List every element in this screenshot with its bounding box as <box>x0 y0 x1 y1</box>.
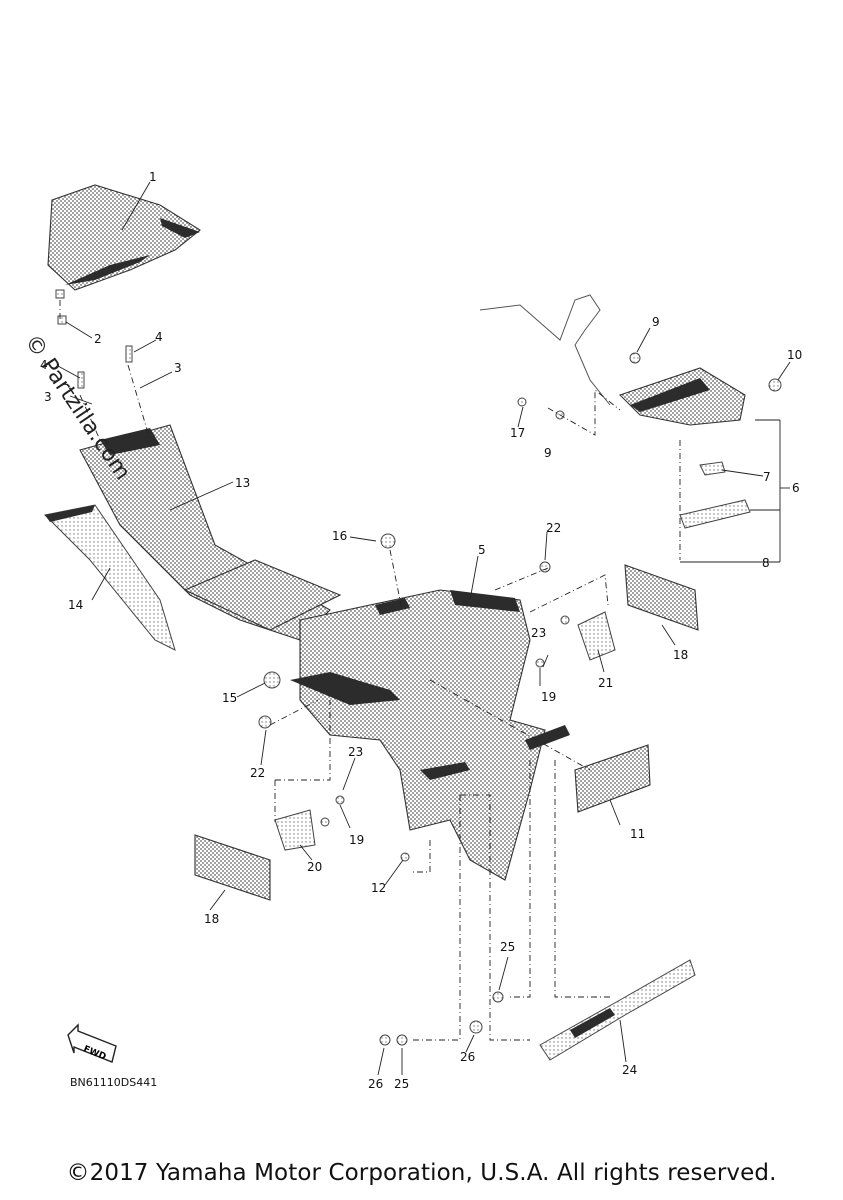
callout-3: 3 <box>174 361 182 375</box>
part-14-bracket <box>43 504 176 651</box>
callout-18: 18 <box>673 648 688 662</box>
fasteners <box>55 289 782 1046</box>
copyright-notice: ©2017 Yamaha Motor Corporation, U.S.A. A… <box>66 1160 777 1186</box>
part-24-grip <box>539 959 696 1061</box>
diagram-code: BN61110DS441 <box>70 1076 158 1089</box>
part-18-reflector-right <box>624 564 699 631</box>
callout-22b: 22 <box>250 766 265 780</box>
callout-3b: 3 <box>44 390 52 404</box>
callouts: 1 2 3 3 4 4 5 6 7 8 9 9 10 11 12 13 14 1… <box>40 170 802 1091</box>
callout-8: 8 <box>762 556 770 570</box>
callout-23: 23 <box>531 626 546 640</box>
callout-25b: 25 <box>394 1077 409 1091</box>
callout-6: 6 <box>792 481 800 495</box>
callout-1: 1 <box>149 170 157 184</box>
part-18-reflector-left <box>194 834 271 901</box>
callout-12: 12 <box>371 881 386 895</box>
callout-4: 4 <box>155 330 163 344</box>
callout-5: 5 <box>478 543 486 557</box>
callout-7: 7 <box>763 470 771 484</box>
callout-26: 26 <box>460 1050 475 1064</box>
callout-23b: 23 <box>348 745 363 759</box>
part-6-tail-light <box>618 367 751 529</box>
wire-harness <box>479 294 611 406</box>
callout-2: 2 <box>94 332 102 346</box>
part-1-cover <box>47 184 201 291</box>
callout-15: 15 <box>222 691 237 705</box>
callout-24: 24 <box>622 1063 637 1077</box>
callout-18b: 18 <box>204 912 219 926</box>
callout-26b: 26 <box>368 1077 383 1091</box>
callout-20: 20 <box>307 860 322 874</box>
fwd-arrow: FWD <box>67 1023 117 1063</box>
part-5-rear-frame <box>290 589 570 881</box>
callout-4b: 4 <box>40 358 48 372</box>
callout-9: 9 <box>652 315 660 329</box>
leader-lines <box>57 181 791 1076</box>
routing-lines <box>59 300 681 1041</box>
callout-10: 10 <box>787 348 802 362</box>
callout-16: 16 <box>332 529 347 543</box>
callout-13: 13 <box>235 476 250 490</box>
callout-17: 17 <box>510 426 525 440</box>
callout-21: 21 <box>598 676 613 690</box>
part-11-reflector <box>574 744 651 813</box>
callout-19b: 19 <box>349 833 364 847</box>
callout-22: 22 <box>546 521 561 535</box>
callout-19: 19 <box>541 690 556 704</box>
part-13-stay <box>79 424 342 641</box>
callout-9b: 9 <box>544 446 552 460</box>
callout-25: 25 <box>500 940 515 954</box>
callout-11: 11 <box>630 827 645 841</box>
callout-14: 14 <box>68 598 83 612</box>
